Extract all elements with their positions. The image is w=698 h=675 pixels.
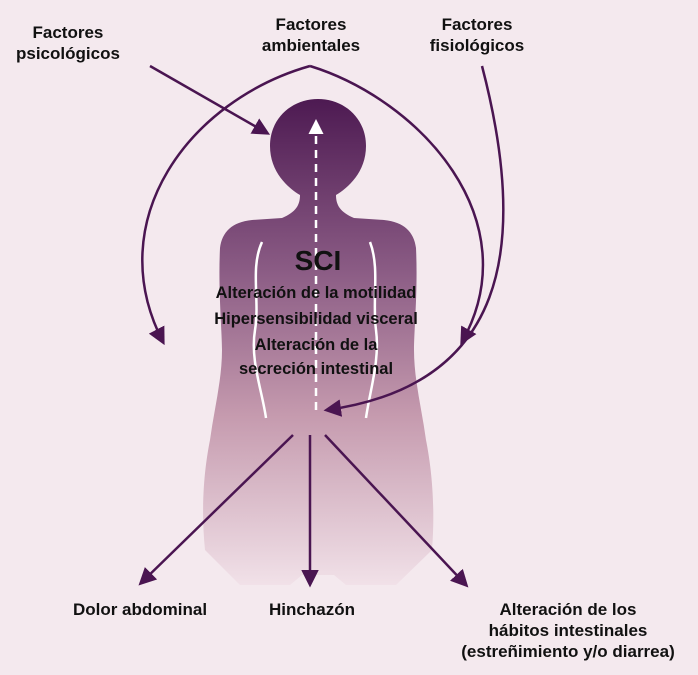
sci-title: SCI xyxy=(295,245,342,277)
mechanism-motilidad: Alteración de la motilidad xyxy=(216,283,417,303)
label-factores-ambientales: Factores ambientales xyxy=(262,14,360,56)
mechanism-hipersensibilidad: Hipersensibilidad visceral xyxy=(214,309,418,329)
label-dolor-abdominal: Dolor abdominal xyxy=(73,599,207,620)
mechanism-secrecion-2: secreción intestinal xyxy=(239,359,393,379)
label-hinchazon: Hinchazón xyxy=(269,599,355,620)
label-factores-fisiologicos: Factores fisiológicos xyxy=(430,14,524,56)
label-alteracion-habitos: Alteración de los hábitos intestinales (… xyxy=(461,599,675,662)
label-factores-psicologicos: Factores psicológicos xyxy=(16,22,120,64)
mechanism-secrecion-1: Alteración de la xyxy=(255,335,378,355)
